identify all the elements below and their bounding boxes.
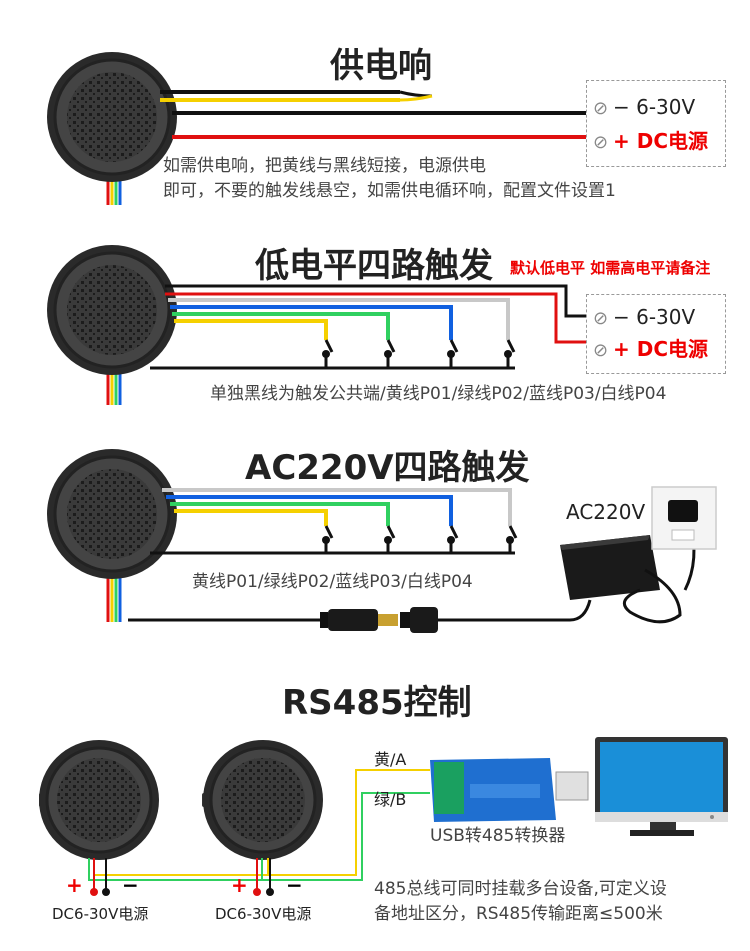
- section1-desc-1: 如需供电响，把黄线与黑线短接，电源供电: [163, 156, 486, 176]
- monitor: [595, 737, 728, 836]
- ac-label: AC220V: [566, 500, 646, 524]
- section2-desc: 单独黑线为触发公共端/黄线P01/绿线P02/蓝线P03/白线P04: [210, 384, 667, 404]
- terminal-icon: ⊘: [593, 98, 609, 119]
- power-neg-label: ⊘− 6-30V: [593, 95, 696, 119]
- terminal-icon: ⊘: [593, 132, 609, 153]
- section1-desc-2: 即可，不要的触发线悬空，如需供电循环响，配置文件设置1: [163, 181, 616, 201]
- section3-title: AC220V四路触发: [245, 448, 530, 488]
- psu-label-2: DC6-30V电源: [215, 905, 312, 923]
- converter-label: USB转485转换器: [430, 826, 566, 846]
- wall-socket: [651, 486, 717, 550]
- power-neg-label: ⊘− 6-30V: [593, 305, 696, 329]
- minus-sign-2: −: [286, 873, 303, 897]
- section3-desc: 黄线P01/绿线P02/蓝线P03/白线P04: [192, 572, 473, 592]
- wire-a-label: 黄/A: [374, 750, 407, 769]
- minus-sign-1: −: [122, 873, 139, 897]
- terminal-icon: ⊘: [593, 308, 609, 329]
- speaker-2: [47, 245, 177, 405]
- usb-485-converter: [430, 758, 589, 822]
- plus-sign-2: +: [231, 873, 248, 897]
- section1-title: 供电响: [330, 46, 432, 86]
- speaker-1: [47, 52, 177, 205]
- power-pos-label: ⊘+ DC电源: [593, 337, 708, 361]
- section4-desc-2: 备地址区分，RS485传输距离≤500米: [374, 904, 663, 924]
- section4-title: RS485控制: [282, 683, 472, 723]
- wire-b-label: 绿/B: [374, 790, 407, 809]
- terminal-icon: ⊘: [593, 340, 609, 361]
- speaker-4a: [39, 740, 159, 860]
- power-box-1: ⊘− 6-30V ⊘+ DC电源: [586, 80, 726, 167]
- speaker-4b: [202, 740, 323, 860]
- dc-barrel-connector: [320, 607, 438, 633]
- power-pos-label: ⊘+ DC电源: [593, 129, 708, 153]
- plus-sign-1: +: [66, 873, 83, 897]
- power-adapter: [560, 535, 660, 600]
- psu-label-1: DC6-30V电源: [52, 905, 149, 923]
- section2-note: 默认低电平 如需高电平请备注: [510, 259, 711, 277]
- section4-desc-1: 485总线可同时挂载多台设备,可定义设: [374, 879, 667, 899]
- section2-title: 低电平四路触发: [255, 246, 493, 286]
- speaker-3: [47, 449, 177, 622]
- power-box-2: ⊘− 6-30V ⊘+ DC电源: [586, 294, 726, 374]
